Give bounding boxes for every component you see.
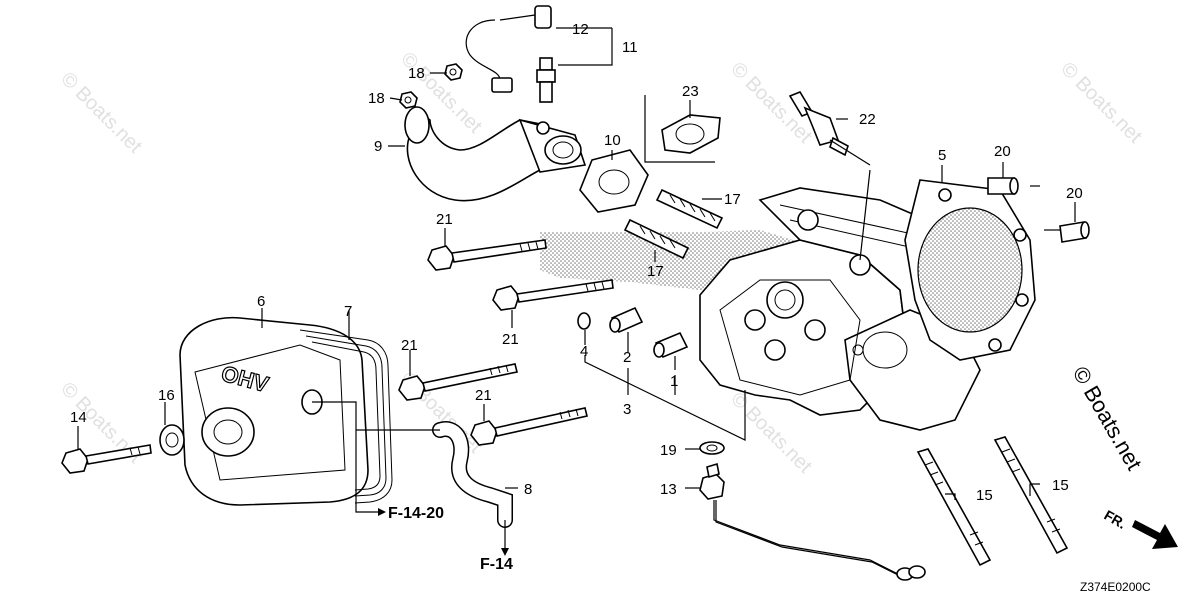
- callout-14: 14: [70, 409, 87, 426]
- stud-bolt-17a[interactable]: [655, 188, 724, 230]
- exhaust-pipe[interactable]: [404, 106, 587, 202]
- flange-bolt-21d[interactable]: [470, 407, 588, 446]
- flange-bolt-14[interactable]: [61, 444, 152, 474]
- callout-5: 5: [938, 147, 946, 164]
- callouts: 12 11 18 18 9 10 23 17 17 21 21 21 21 22…: [70, 21, 1083, 504]
- callout-15b: 15: [1052, 477, 1069, 494]
- callout-17a: 17: [724, 191, 741, 208]
- washer-4[interactable]: [577, 312, 591, 330]
- callout-17b: 17: [647, 263, 664, 280]
- callout-23: 23: [682, 83, 699, 100]
- dowel-pin-20a[interactable]: [987, 177, 1019, 195]
- callout-21b: 21: [502, 331, 519, 348]
- cylinder-head-gasket[interactable]: [904, 179, 1036, 361]
- reference-f-14[interactable]: F-14: [480, 556, 513, 573]
- flange-nut-18b[interactable]: [399, 91, 418, 109]
- callout-3: 3: [623, 401, 631, 418]
- dowel-pin-20b[interactable]: [1059, 221, 1090, 243]
- callout-18a: 18: [408, 65, 425, 82]
- breather-hose[interactable]: [432, 421, 513, 528]
- front-direction-label: FR.: [1102, 507, 1130, 532]
- callout-20a: 20: [994, 143, 1011, 160]
- callout-13: 13: [660, 481, 677, 498]
- callout-1: 1: [670, 373, 678, 390]
- exhaust-gasket[interactable]: [579, 149, 649, 213]
- callout-20b: 20: [1066, 185, 1083, 202]
- flange-bolt-21a[interactable]: [427, 239, 547, 271]
- callout-6: 6: [257, 293, 265, 310]
- dowel-pin-2[interactable]: [609, 306, 644, 334]
- stud-bolt-17b[interactable]: [623, 218, 690, 260]
- callout-22: 22: [859, 111, 876, 128]
- front-direction-arrow: FR.: [1102, 507, 1178, 549]
- front-arrow-icon: [1132, 520, 1178, 549]
- flange-bolt-21c[interactable]: [398, 363, 518, 401]
- callout-15a: 15: [976, 487, 993, 504]
- callout-21a: 21: [436, 211, 453, 228]
- cylinder-head[interactable]: [699, 187, 981, 431]
- callout-21d: 21: [475, 387, 492, 404]
- diagram-code: Z374E0200C: [1080, 580, 1151, 594]
- temperature-sensor[interactable]: [699, 462, 926, 581]
- watermark-large: © Boats.net: [1068, 362, 1147, 474]
- callout-2: 2: [623, 349, 631, 366]
- callout-9: 9: [374, 138, 382, 155]
- watermark-1: © Boats.net: [56, 68, 146, 158]
- leader-lines: [77, 72, 1076, 556]
- dowel-pin-1[interactable]: [653, 331, 689, 359]
- callout-19: 19: [660, 442, 677, 459]
- cylinder-head-cover[interactable]: OHV: [179, 316, 369, 506]
- callout-11: 11: [622, 39, 638, 56]
- spark-plug[interactable]: [788, 91, 849, 157]
- watermark-4: © Boats.net: [1056, 58, 1146, 148]
- callout-4: 4: [580, 343, 588, 360]
- sealing-washer-16[interactable]: [159, 424, 185, 456]
- oxygen-sensor-assembly[interactable]: [465, 5, 613, 103]
- callout-18b: 18: [368, 90, 385, 107]
- washer-19[interactable]: [699, 441, 725, 455]
- stud-bolt-15b[interactable]: [993, 436, 1069, 555]
- reference-f-14-20[interactable]: F-14-20: [388, 505, 444, 522]
- callout-21c: 21: [401, 337, 418, 354]
- callout-7: 7: [344, 303, 352, 320]
- callout-12: 12: [572, 21, 589, 38]
- stud-bolt-15a[interactable]: [916, 448, 992, 567]
- flange-bolt-21b[interactable]: [492, 279, 614, 311]
- callout-8: 8: [524, 481, 532, 498]
- callout-10: 10: [604, 132, 621, 149]
- gasket-inset[interactable]: [644, 95, 721, 163]
- flange-nut-18a[interactable]: [444, 63, 463, 81]
- cover-gasket[interactable]: [299, 329, 393, 504]
- callout-16: 16: [158, 387, 175, 404]
